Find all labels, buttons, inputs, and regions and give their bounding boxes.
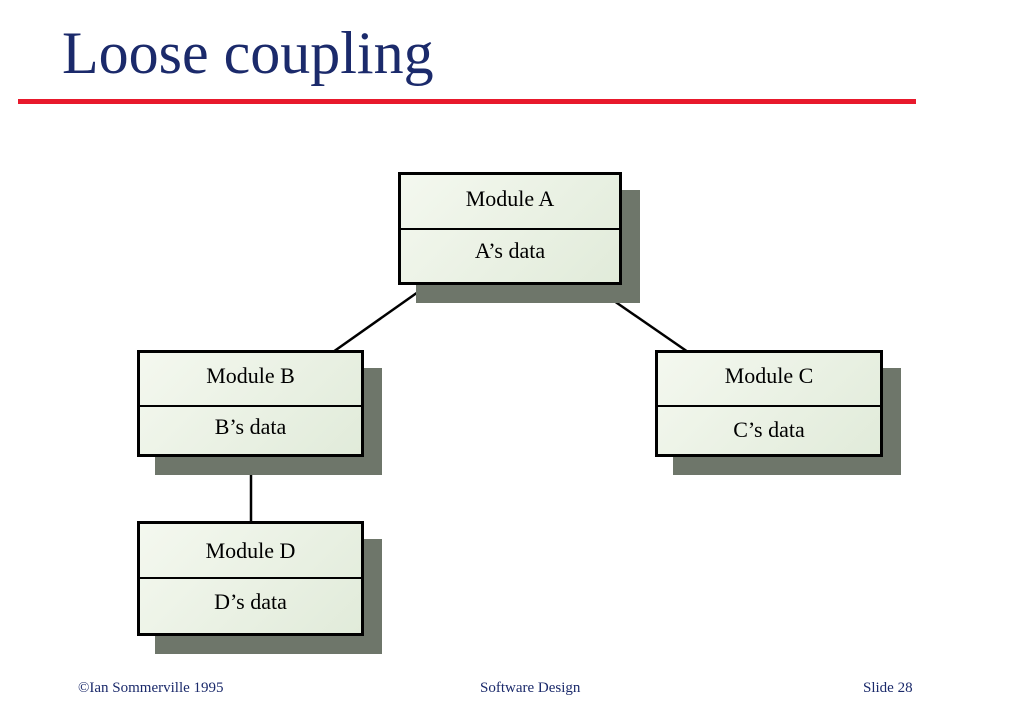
connector-a-b (332, 283, 429, 354)
module-c-box (655, 350, 883, 457)
slide-title: Loose coupling (62, 20, 434, 86)
module-d: Module D D’s data (137, 521, 382, 654)
module-c-divider (655, 405, 883, 407)
footer-course: Software Design (480, 680, 581, 696)
module-a: Module A A’s data (398, 172, 640, 303)
title-underline (18, 99, 916, 104)
module-a-data: A’s data (474, 238, 546, 263)
module-b: Module B B’s data (137, 350, 382, 475)
module-b-data: B’s data (214, 414, 287, 439)
module-a-divider (398, 228, 622, 230)
module-d-divider (137, 577, 364, 579)
module-d-data: D’s data (214, 589, 287, 614)
footer-slide-number: Slide 28 (863, 680, 913, 696)
footer-copyright: ©Ian Sommerville 1995 (78, 680, 224, 696)
module-b-divider (137, 405, 364, 407)
module-c: Module C C’s data (655, 350, 901, 475)
module-c-data: C’s data (733, 417, 805, 442)
module-d-name: Module D (205, 538, 296, 563)
module-c-name: Module C (724, 363, 814, 388)
module-a-name: Module A (465, 186, 555, 211)
module-b-box (137, 350, 364, 457)
module-b-name: Module B (206, 363, 295, 388)
